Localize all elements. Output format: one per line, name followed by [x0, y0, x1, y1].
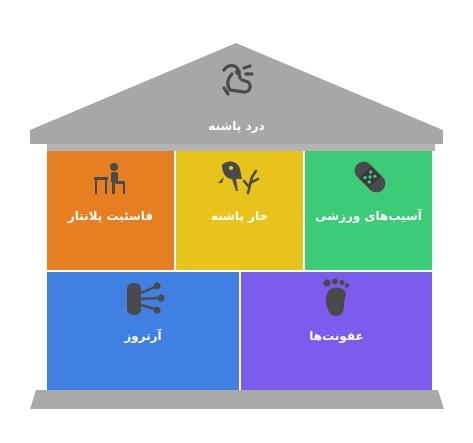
card-arthrosis: آرتروز	[47, 272, 239, 390]
card-label: خار پاشنه	[210, 209, 269, 223]
roof-title: درد پاشنه	[208, 119, 265, 133]
card-sports-injuries: آسیب‌های ورزشی	[305, 151, 432, 270]
card-label: آرتروز	[124, 329, 162, 343]
card-label: عفونت‌ها	[309, 329, 364, 343]
house-roof	[30, 43, 443, 151]
card-heel-spur: خار پاشنه	[176, 151, 303, 270]
footprint-icon	[323, 278, 350, 316]
bird-spur-icon	[218, 161, 260, 195]
card-plantar-fasciitis: فاسئیت پلانتار	[47, 151, 174, 270]
house-base	[30, 390, 444, 409]
bandage-icon	[354, 161, 386, 193]
heel-pain-icon	[222, 63, 254, 96]
card-label: آسیب‌های ورزشی	[315, 209, 422, 223]
molecule-network-icon	[127, 282, 165, 315]
card-infections: عفونت‌ها	[241, 272, 432, 390]
desk-person-icon	[94, 163, 125, 194]
card-label: فاسئیت پلانتار	[67, 209, 154, 223]
